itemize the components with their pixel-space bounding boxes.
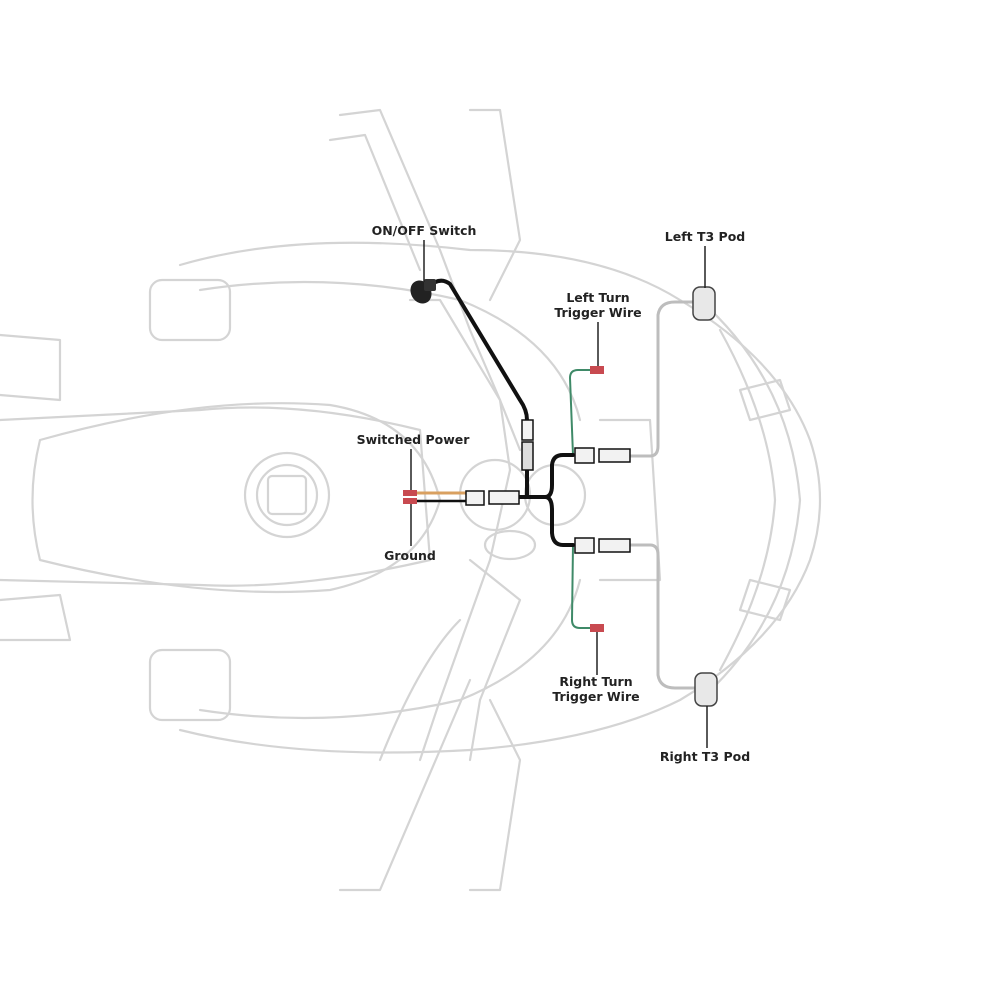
right-trigger-tag (590, 624, 604, 632)
left-trigger-tag (590, 366, 604, 374)
power-connector-b (488, 490, 520, 505)
left-t3-pod (692, 286, 716, 321)
right-t3-pod (694, 672, 718, 707)
pod-wires (630, 300, 697, 690)
label-line: Right Turn (559, 674, 633, 689)
right-trigger-wire (570, 544, 592, 629)
label-left-turn-trigger: Left Turn Trigger Wire (554, 290, 641, 320)
label-on-off-switch: ON/OFF Switch (371, 223, 477, 238)
label-line: Trigger Wire (552, 689, 640, 704)
trigger-wires (568, 369, 592, 629)
ground-tag (403, 498, 417, 504)
label-left-t3-pod: Left T3 Pod (664, 229, 746, 244)
label-right-t3-pod: Right T3 Pod (659, 749, 751, 764)
label-ground: Ground (384, 548, 436, 563)
on-off-switch (410, 279, 436, 304)
left-pod-connector-a (574, 447, 595, 464)
switch-connector-a (521, 419, 534, 441)
left-trigger-wire (568, 369, 592, 456)
left-pod-wire (630, 300, 695, 458)
label-line: Trigger Wire (554, 305, 642, 320)
label-switched-power: Switched Power (356, 432, 470, 447)
connectors (465, 419, 631, 554)
power-tag (403, 490, 417, 496)
right-pod-wire (630, 543, 697, 690)
right-pod-connector-a (574, 537, 595, 554)
label-line: Left Turn (566, 290, 630, 305)
right-pod-connector-b (598, 538, 631, 553)
label-right-turn-trigger: Right Turn Trigger Wire (552, 674, 639, 704)
switch-connector-b (521, 441, 534, 471)
left-pod-connector-b (598, 448, 631, 463)
power-connector-a (465, 490, 485, 506)
leader-lines (410, 240, 708, 748)
